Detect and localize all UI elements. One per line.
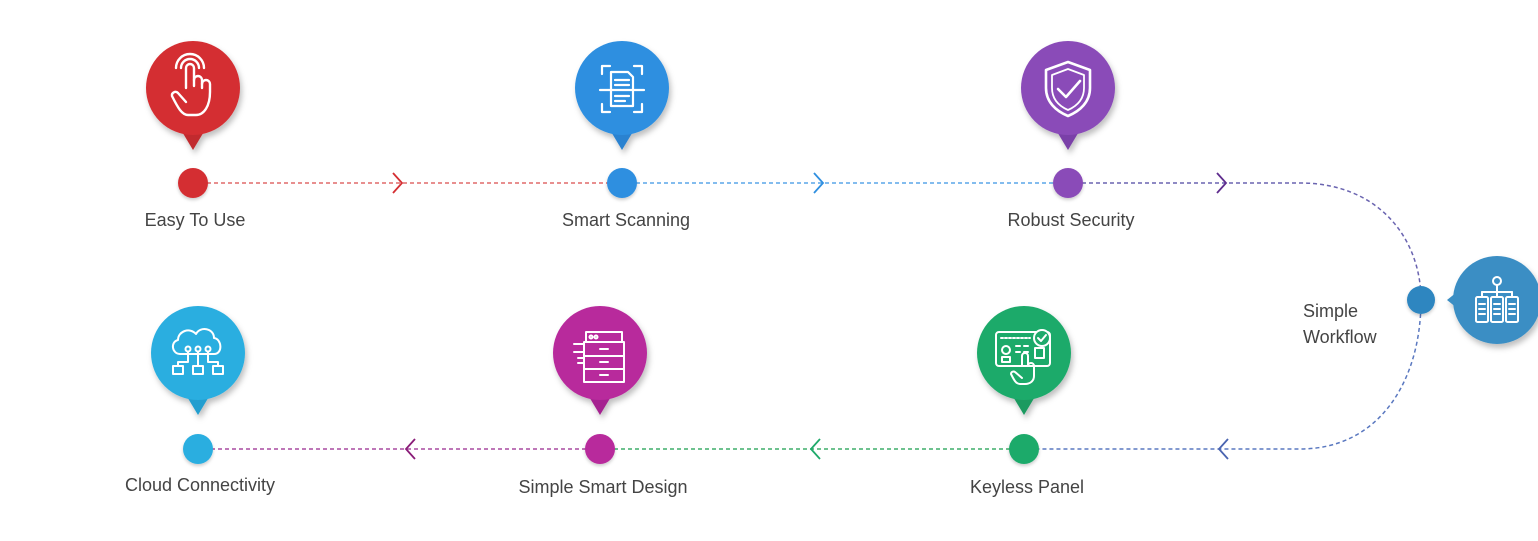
label-simple-workflow: Simple Workflow	[1303, 298, 1377, 350]
pin-keyless-panel	[977, 306, 1071, 415]
connector-robust-security-to-simple-workflow	[1068, 172, 1422, 301]
workflow-icon	[1475, 276, 1519, 323]
pin-robust-security	[1021, 41, 1115, 150]
node-smart-scanning	[607, 168, 637, 198]
label-robust-security: Robust Security	[1007, 210, 1135, 230]
label-keyless-panel: Keyless Panel	[969, 477, 1085, 497]
printer-icon	[573, 331, 625, 383]
connector-simple-smart-design-to-cloud-connectivity	[198, 438, 600, 460]
connector-keyless-panel-to-simple-smart-design	[600, 438, 1024, 460]
node-easy-to-use	[178, 168, 208, 198]
step-easy-to-use	[146, 41, 240, 198]
touch-hand-icon	[170, 52, 212, 117]
node-simple-workflow	[1407, 286, 1435, 314]
pin-easy-to-use	[146, 41, 240, 150]
node-cloud-connectivity	[183, 434, 213, 464]
pin-smart-scanning	[575, 41, 669, 150]
cloud-network-icon	[172, 328, 224, 375]
label-cloud-connectivity: Cloud Connectivity	[124, 475, 276, 495]
step-cloud-connectivity	[151, 306, 245, 464]
connector-simple-workflow-to-keyless-panel	[1024, 299, 1422, 460]
label-simple-smart-design: Simple Smart Design	[518, 477, 688, 497]
pin-simple-smart-design	[553, 306, 647, 415]
step-simple-workflow	[1407, 256, 1538, 344]
connector-smart-scanning-to-robust-security	[622, 172, 1068, 194]
touch-panel-icon	[995, 329, 1051, 385]
label-simple-workflow-line-2: Workflow	[1303, 327, 1377, 347]
step-simple-smart-design	[553, 306, 647, 464]
step-keyless-panel	[977, 306, 1071, 464]
label-easy-to-use: Easy To Use	[144, 210, 246, 230]
node-keyless-panel	[1009, 434, 1039, 464]
document-scan-icon	[598, 64, 646, 114]
shield-check-icon	[1044, 60, 1092, 118]
step-smart-scanning	[575, 41, 669, 198]
pin-simple-workflow	[1447, 256, 1538, 344]
connector-easy-to-use-to-smart-scanning	[193, 172, 622, 194]
label-simple-workflow-line-1: Simple	[1303, 301, 1359, 321]
step-robust-security	[1021, 41, 1115, 198]
label-smart-scanning: Smart Scanning	[561, 210, 691, 230]
node-robust-security	[1053, 168, 1083, 198]
node-simple-smart-design	[585, 434, 615, 464]
